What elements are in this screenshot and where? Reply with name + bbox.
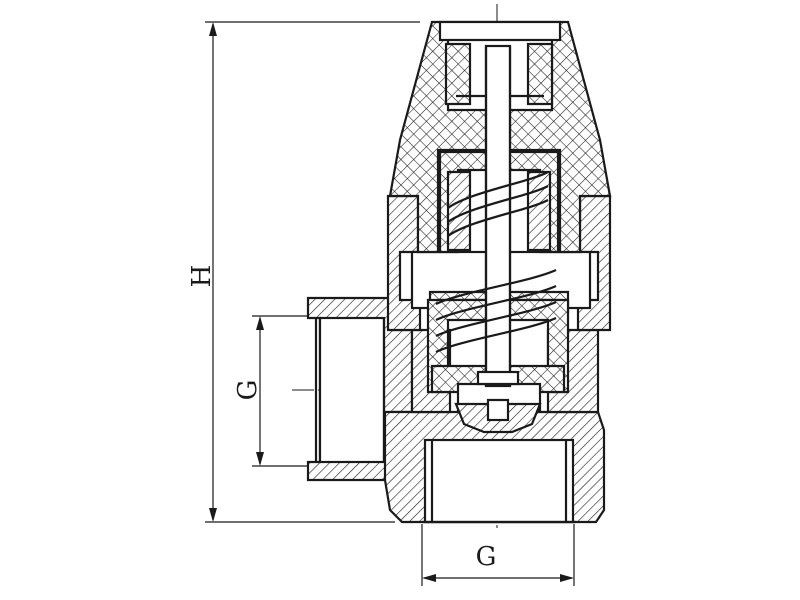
lower-spring <box>435 269 557 353</box>
stem <box>476 44 520 388</box>
side-thread-label: G <box>233 380 263 401</box>
height-dimension <box>205 21 420 523</box>
side-thread-dimension <box>252 315 318 467</box>
height-label: H <box>187 265 217 288</box>
valve-body <box>306 296 606 524</box>
bottom-thread-label: G <box>476 542 497 572</box>
upper-spring <box>447 171 549 237</box>
bottom-thread-dimension <box>421 524 575 586</box>
valve-disc <box>454 398 542 434</box>
